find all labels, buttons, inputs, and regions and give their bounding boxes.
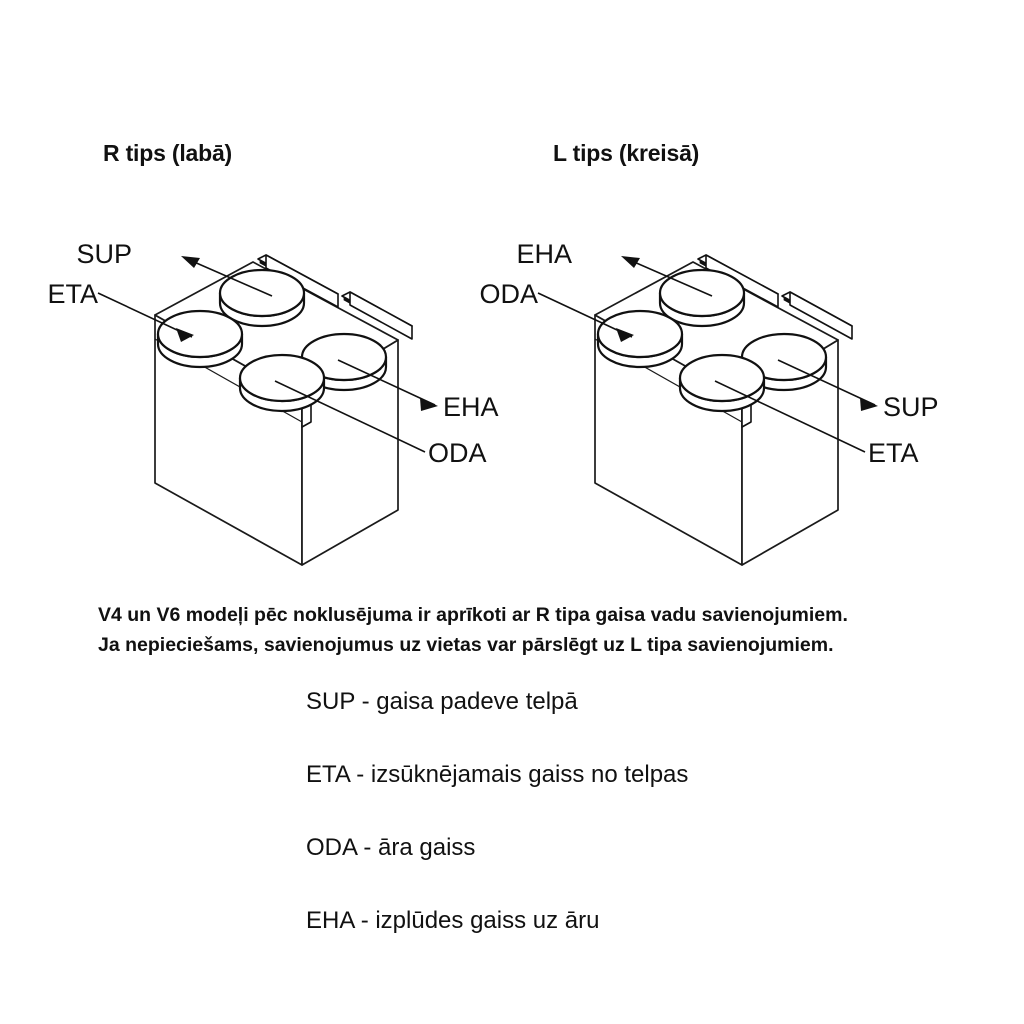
port-back-top [218, 268, 306, 328]
legend-item-sup: SUP - gaisa padeve telpā [306, 688, 578, 715]
leader-arrow-oda [616, 328, 634, 342]
ahu-unit-r-type: SUP ETA EHA ODA [47, 239, 499, 566]
unit-back-rail-web-b [789, 291, 853, 340]
leader-line-eha [624, 257, 713, 297]
diagram-title-r-type: R tips (labā) [103, 140, 233, 166]
legend-item-eha: EHA - izplūdes gaiss uz āru [306, 907, 600, 934]
unit-back-rail-web-a [705, 254, 779, 308]
label-eta-l: ETA [868, 438, 919, 468]
leader-line-sup [184, 257, 273, 297]
label-oda-l: ODA [479, 279, 538, 309]
diagram-title-l-type: L tips (kreisā) [553, 140, 700, 166]
leader-line-oda [537, 292, 633, 338]
leader-line-eha [337, 359, 436, 406]
legend-item-oda: ODA - āra gaiss [306, 834, 476, 861]
label-sup-r: SUP [76, 239, 132, 269]
leader-line-sup [777, 359, 876, 406]
label-eha-r: EHA [443, 392, 499, 422]
note-line-2: Ja nepieciešams, savienojumus uz vietas … [98, 634, 834, 656]
port-left [596, 309, 684, 369]
label-sup-l: SUP [883, 392, 939, 422]
label-oda-r: ODA [428, 438, 487, 468]
ahu-unit-l-type: EHA ODA SUP ETA [479, 239, 939, 566]
leader-line-oda [274, 380, 426, 453]
abbreviation-legend: SUP - gaisa padeve telpā ETA - izsūknēja… [306, 690, 926, 982]
label-eta-r: ETA [47, 279, 98, 309]
leader-arrow-sup [181, 256, 200, 268]
leader-arrow-eta [176, 328, 194, 342]
default-configuration-note: V4 un V6 modeļi pēc noklusējuma ir aprīk… [98, 600, 958, 660]
note-line-1: V4 un V6 modeļi pēc noklusējuma ir aprīk… [98, 604, 848, 626]
legend-item-eta: ETA - izsūknējamais gaiss no telpas [306, 761, 689, 788]
label-eha-l: EHA [516, 239, 572, 269]
port-front-center [238, 353, 326, 413]
port-left [156, 309, 244, 369]
unit-back-rail-web-b [349, 291, 413, 340]
leader-line-eta [714, 380, 866, 453]
port-front-center [678, 353, 766, 413]
leader-arrow-eha [621, 256, 640, 268]
leader-arrow-sup [860, 398, 878, 411]
leader-arrow-eha [420, 398, 438, 411]
leader-line-eta [97, 292, 193, 338]
unit-back-rail-web-a [265, 254, 339, 308]
